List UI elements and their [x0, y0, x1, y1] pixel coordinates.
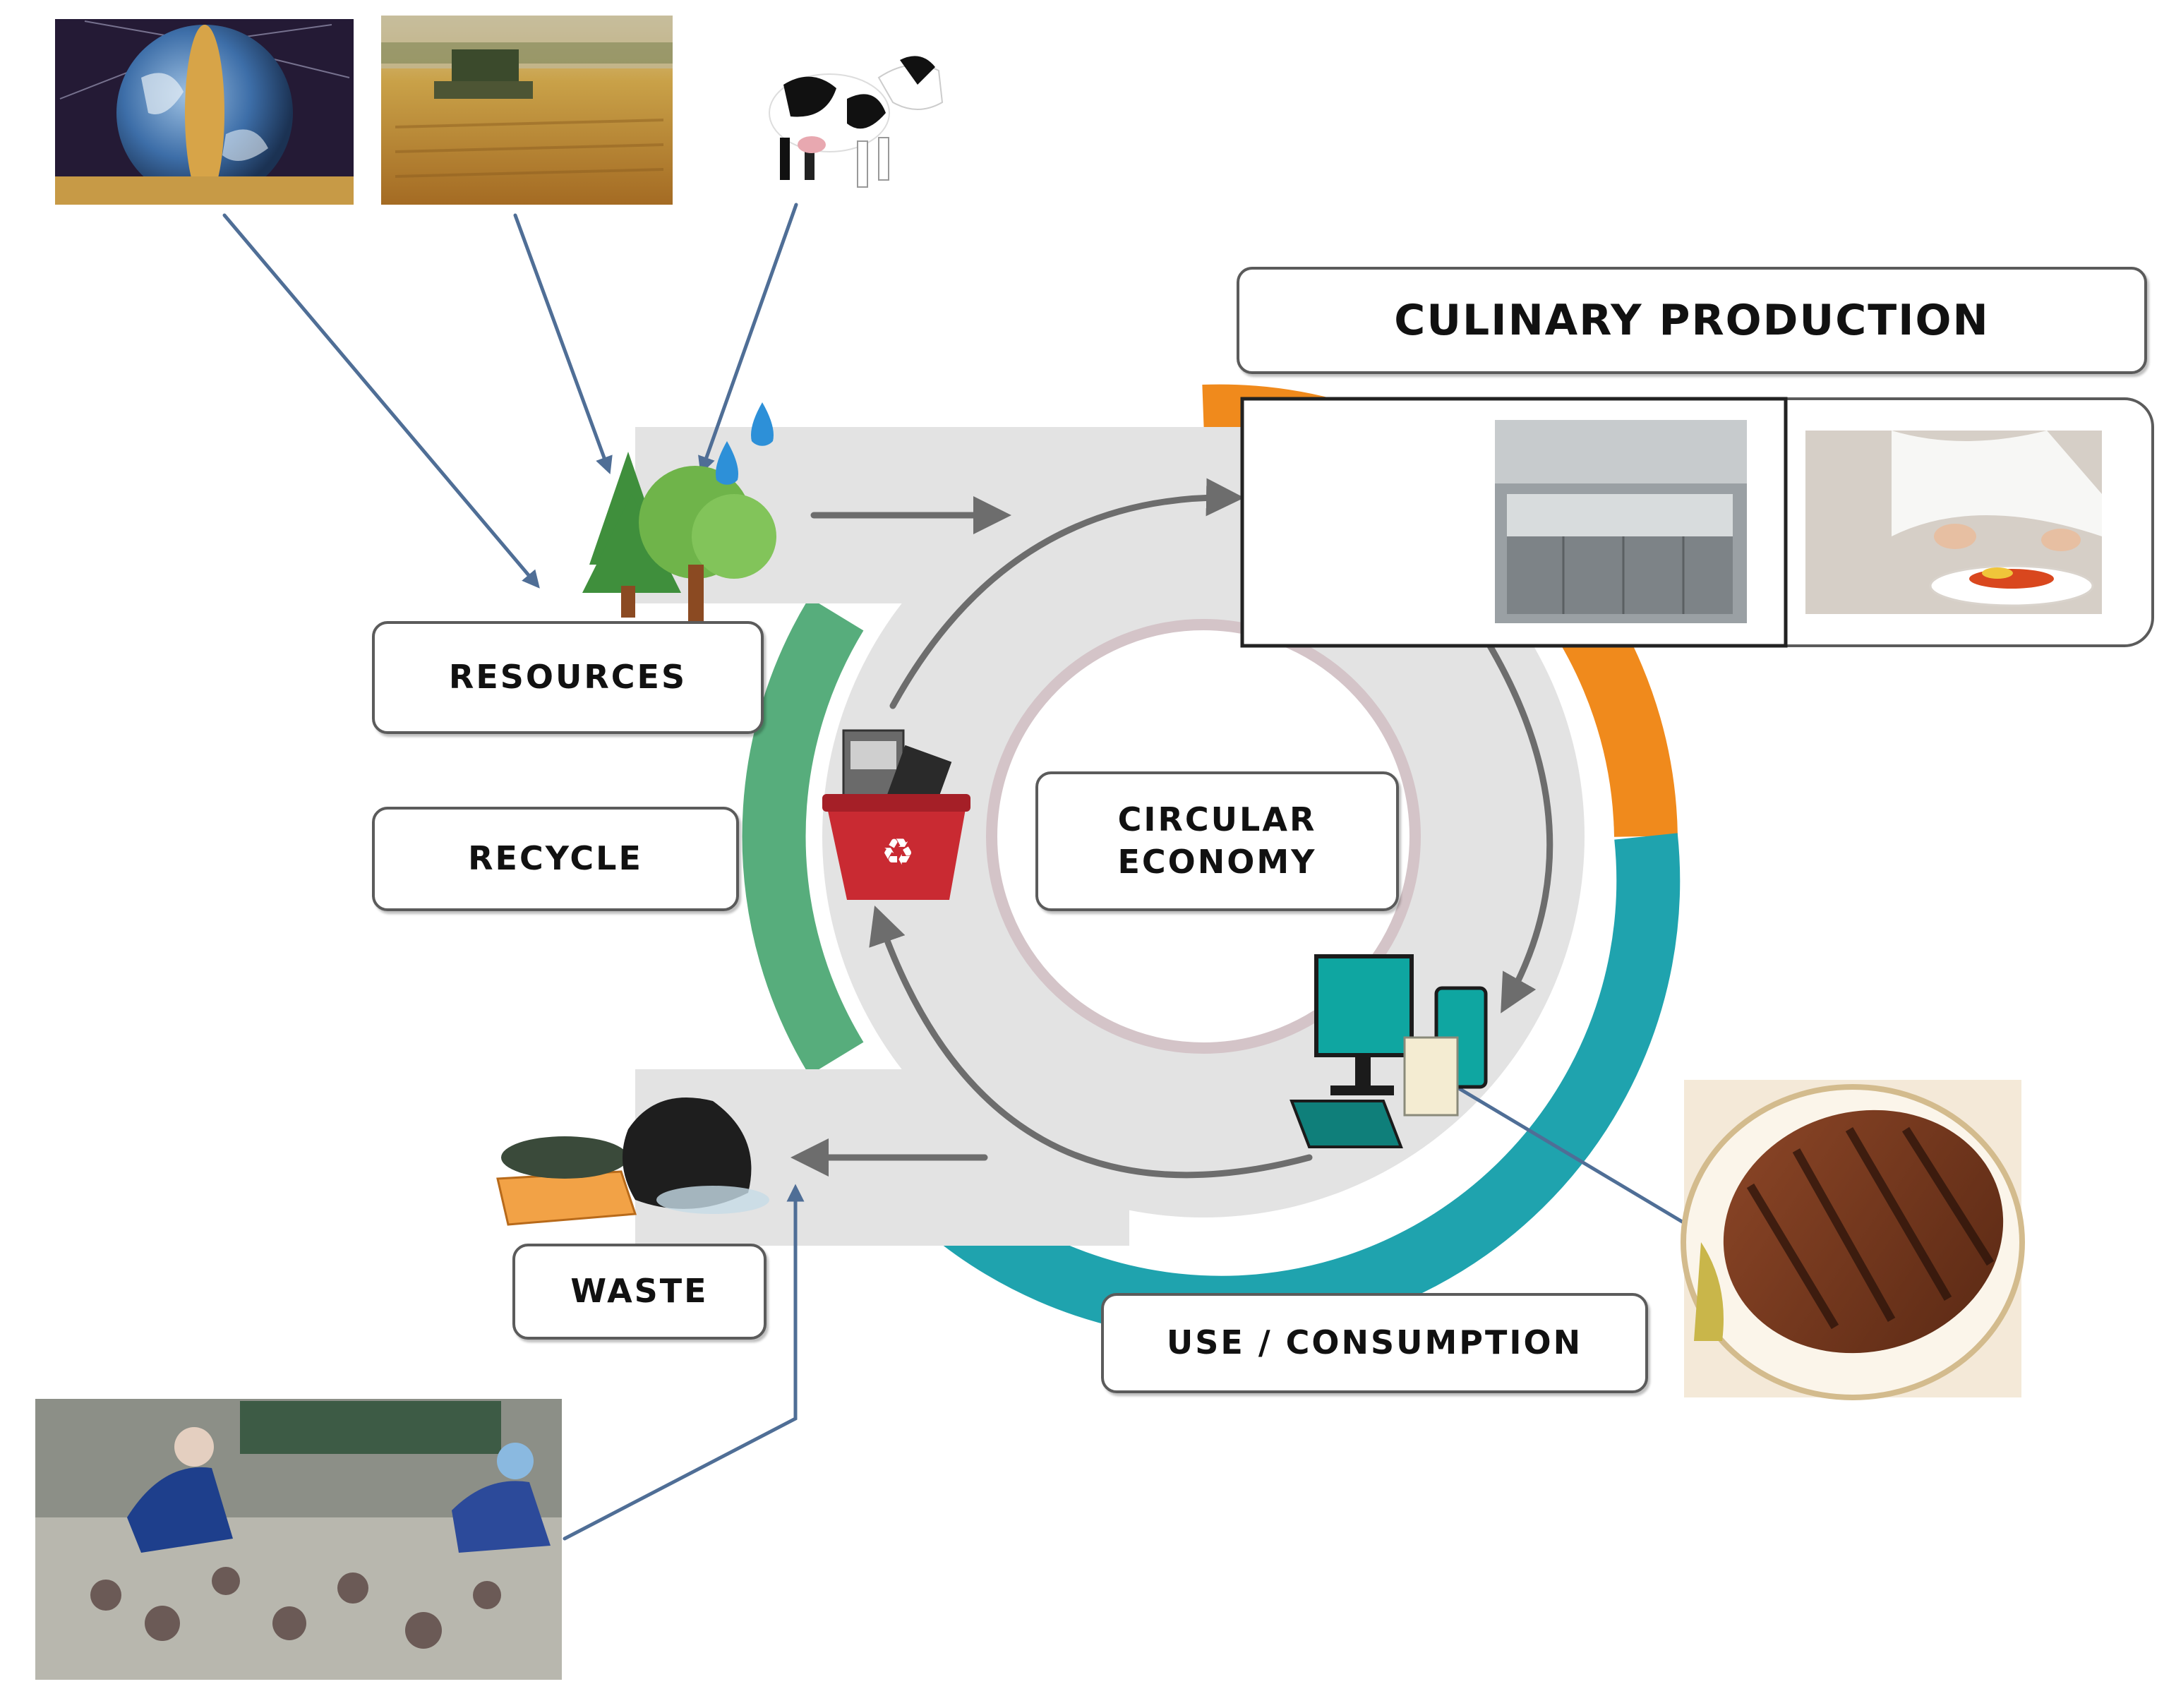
recycle-label: RECYCLE	[468, 839, 643, 878]
earth-wheat-photo	[55, 19, 354, 205]
circular-economy-label-line1: CIRCULAR	[1117, 800, 1317, 839]
waste-sorting-photo	[35, 1399, 562, 1680]
pointer-cow-to-resources	[698, 203, 798, 475]
commercial-kitchen-photo	[1495, 420, 1747, 623]
pointer-sorting-to-waste	[563, 1184, 805, 1541]
waste-label-box: WASTE	[512, 1244, 767, 1340]
resources-label: RESOURCES	[448, 658, 687, 697]
computer-phone-icon	[1290, 954, 1488, 1148]
ring-segment-consumption	[925, 833, 1681, 1340]
flow-arrows	[791, 478, 1553, 1179]
steak-photo	[1681, 1080, 2025, 1400]
cow-photo	[769, 56, 944, 188]
use-consumption-label-box: USE / CONSUMPTION	[1101, 1293, 1648, 1393]
pointer-harvest-to-resources	[513, 213, 613, 475]
recycle-label-box: RECYCLE	[372, 807, 739, 911]
ring-segment-recycle	[742, 597, 864, 1076]
culinary-production-label: CULINARY PRODUCTION	[1394, 296, 1990, 345]
combine-harvester-photo	[381, 16, 673, 205]
pointer-arrows	[222, 203, 1689, 1541]
garbage-bags-icon	[496, 1097, 769, 1226]
waste-label: WASTE	[570, 1272, 709, 1311]
circular-economy-label-line2: ECONOMY	[1117, 843, 1317, 881]
culinary-production-label-box: CULINARY PRODUCTION	[1237, 267, 2147, 374]
pointer-earth-to-resources	[222, 213, 540, 589]
recycle-bin-icon: ♻	[822, 729, 970, 900]
resources-label-box: RESOURCES	[372, 621, 764, 734]
flow-arrow-consumption-to-recycle	[869, 906, 1313, 1179]
use-consumption-label: USE / CONSUMPTION	[1166, 1323, 1583, 1362]
svg-text:♻: ♻	[882, 831, 915, 874]
pointer-steak-to-consumption	[1428, 1070, 1689, 1227]
trees-water-icon	[582, 402, 776, 621]
flow-arrow-recycle-to-production	[889, 478, 1244, 709]
flow-arrow-production-to-consumption	[1482, 635, 1553, 1014]
circular-economy-label-box: CIRCULAR ECONOMY	[1035, 771, 1399, 911]
chef-plating-photo	[1805, 431, 2102, 614]
